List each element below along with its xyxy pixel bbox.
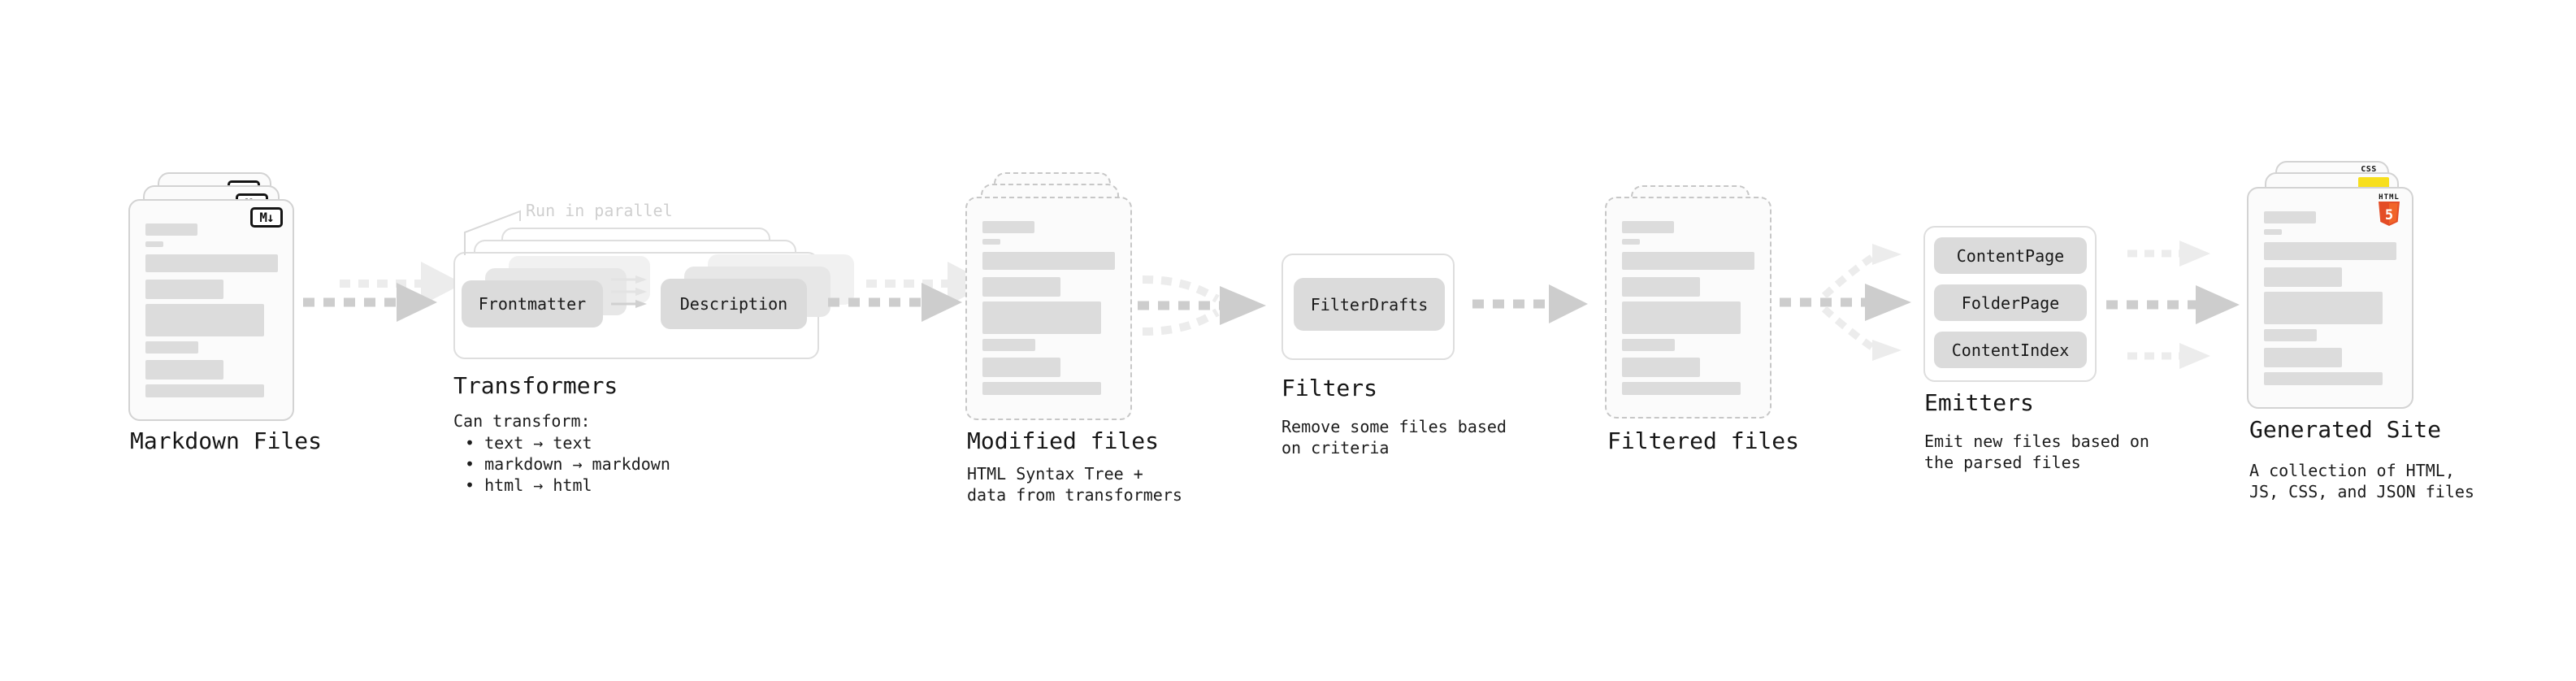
stage-title-emitters: Emitters: [1924, 389, 2034, 416]
flow-arrow-markdown-to-transformers: [303, 283, 437, 322]
markdown-file-card-front: M↓: [128, 199, 294, 421]
skeleton-line: [1622, 339, 1675, 351]
skeleton-line: [982, 277, 1060, 297]
flow-arrow-transformers-to-modified: [828, 283, 962, 322]
markdown-icon: M↓: [250, 207, 283, 228]
skeleton-line: [1622, 277, 1700, 297]
flow-arrow-markdown-to-transformers-light: [340, 262, 463, 306]
transformers-bullet: • markdown → markdown: [465, 454, 670, 474]
skeleton-line: [145, 241, 163, 247]
generated-html-card: HTML 5: [2247, 187, 2413, 409]
stage-title-transformers: Transformers: [453, 372, 618, 399]
generated-site-desc: A collection of HTML,: [2249, 461, 2455, 480]
folderpage-pill: FolderPage: [1934, 284, 2087, 321]
svg-text:5: 5: [2385, 207, 2393, 223]
skeleton-line: [982, 221, 1034, 233]
frontmatter-pill: Frontmatter: [462, 280, 603, 327]
skeleton-line: [1622, 358, 1700, 377]
html5-icon: HTML 5: [2376, 193, 2402, 229]
skeleton-line: [1622, 301, 1741, 334]
skeleton-line: [1622, 252, 1754, 270]
contentindex-pill: ContentIndex: [1934, 332, 2087, 368]
skeleton-line: [1622, 382, 1741, 395]
transformers-subtitle: Can transform:: [453, 411, 591, 431]
skeleton-line: [982, 252, 1115, 270]
flow-arrow-filters-to-filtered: [1472, 284, 1588, 323]
stage-title-markdown-files: Markdown Files: [130, 427, 323, 454]
skeleton-line: [145, 223, 197, 236]
flow-arrow-filtered-to-emitters: [1780, 244, 1911, 361]
skeleton-line: [2264, 229, 2282, 235]
emitters-desc: Emit new files based on: [1924, 432, 2149, 451]
skeleton-line: [2264, 242, 2396, 260]
contentpage-pill: ContentPage: [1934, 237, 2087, 274]
skeleton-line: [145, 304, 264, 336]
run-in-parallel-leader-line: [464, 210, 521, 255]
transformer-mini-arrows: [611, 275, 647, 308]
skeleton-line: [145, 254, 278, 272]
modified-files-desc: HTML Syntax Tree +: [967, 464, 1143, 484]
skeleton-line: [2264, 348, 2342, 367]
stage-title-filters: Filters: [1281, 375, 1378, 401]
skeleton-line: [982, 339, 1035, 351]
skeleton-line: [982, 358, 1060, 377]
emitters-desc: the parsed files: [1924, 453, 2081, 472]
filterdrafts-pill: FilterDrafts: [1294, 278, 1445, 331]
skeleton-line: [145, 384, 264, 397]
skeleton-line: [1622, 239, 1640, 245]
filters-desc: on criteria: [1281, 438, 1390, 458]
filters-desc: Remove some files based: [1281, 417, 1507, 436]
html5-shield: 5: [2379, 202, 2400, 226]
skeleton-line: [145, 280, 223, 299]
filtered-file-card-front: [1605, 197, 1772, 419]
skeleton-line: [982, 239, 1000, 245]
stage-title-generated-site: Generated Site: [2249, 416, 2442, 443]
stage-title-filtered-files: Filtered files: [1607, 427, 1800, 454]
skeleton-line: [2264, 329, 2317, 341]
skeleton-line: [145, 360, 223, 380]
flow-arrow-modified-to-filters: [1138, 275, 1266, 336]
stage-title-modified-files: Modified files: [967, 427, 1160, 454]
generated-site-desc: JS, CSS, and JSON files: [2249, 482, 2474, 501]
run-in-parallel-note: Run in parallel: [526, 201, 673, 220]
skeleton-line: [145, 341, 198, 354]
skeleton-line: [2264, 267, 2342, 287]
flow-arrow-emitters-to-generated: [2106, 241, 2240, 369]
transformers-bullet: • html → html: [465, 475, 592, 495]
skeleton-line: [1622, 221, 1674, 233]
modified-file-card-front: [965, 197, 1132, 420]
description-pill: Description: [661, 279, 807, 329]
transformers-bullet: • text → text: [465, 433, 592, 453]
skeleton-line: [982, 382, 1101, 395]
skeleton-line: [982, 301, 1101, 334]
skeleton-line: [2264, 211, 2316, 223]
skeleton-line: [2264, 292, 2383, 324]
modified-files-desc: data from transformers: [967, 485, 1182, 505]
skeleton-line: [2264, 372, 2383, 385]
